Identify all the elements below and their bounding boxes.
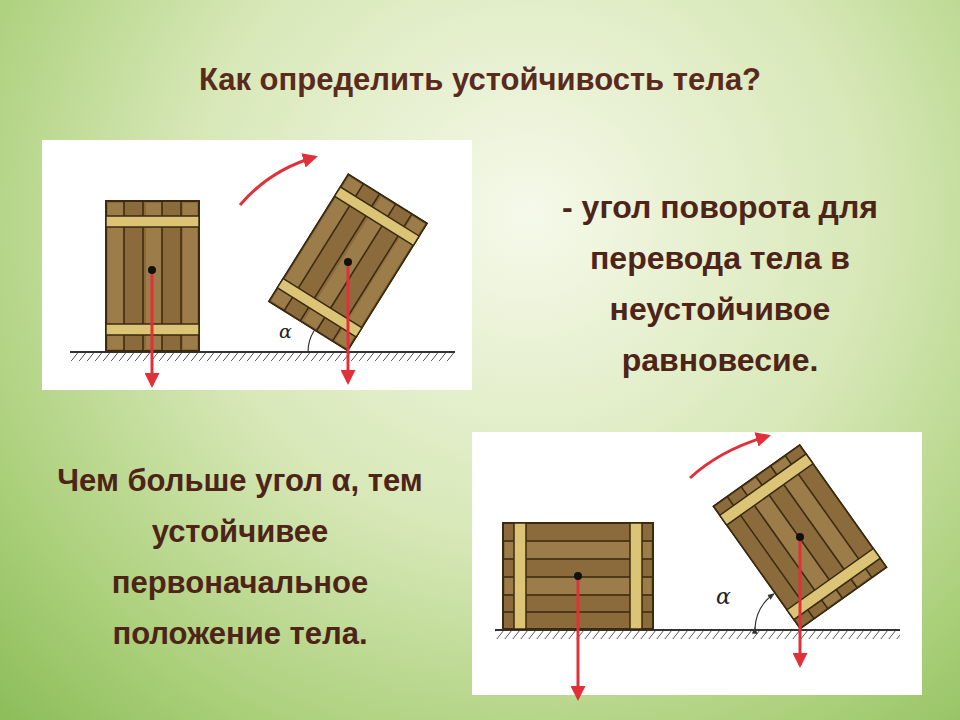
conclusion-text: Чем больше угол α, тем устойчивее первон… — [30, 455, 450, 659]
definition-text: - угол поворота для перевода тела в неус… — [515, 182, 925, 386]
slide-title: Как определить устойчивость тела? — [0, 62, 960, 98]
panel — [472, 432, 922, 695]
panel — [42, 140, 472, 390]
angle-label: α — [279, 322, 292, 341]
angle-label: α — [716, 586, 731, 608]
